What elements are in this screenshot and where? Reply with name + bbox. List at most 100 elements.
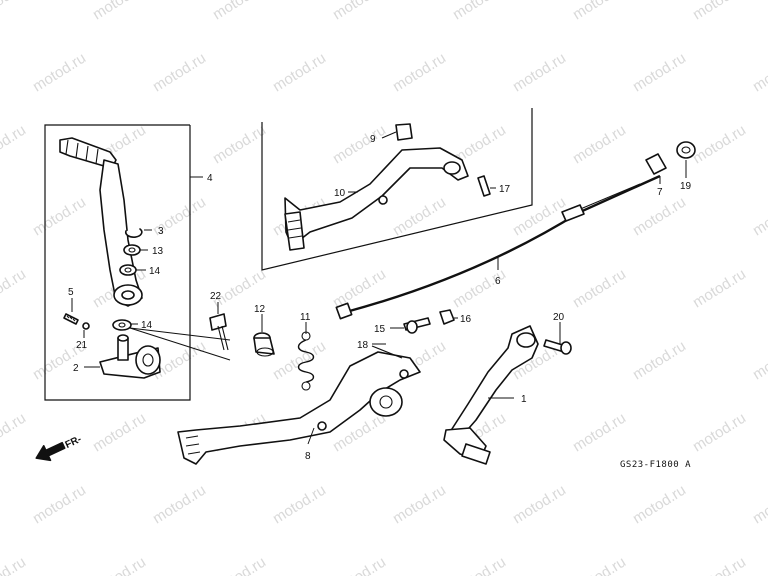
callout-5: 5 <box>68 287 74 298</box>
kick-starter-arm <box>59 137 143 307</box>
watermark-text: motod.ru <box>570 266 629 312</box>
pin-21 <box>82 322 90 330</box>
watermark-text: motod.ru <box>570 554 629 576</box>
watermark-text: motod.ru <box>690 554 749 576</box>
callout-13: 13 <box>152 246 164 257</box>
pedal-bracket-9 <box>395 123 413 141</box>
watermark-text: motod.ru <box>450 266 509 312</box>
callout-3: 3 <box>158 226 164 237</box>
watermark-text: motod.ru <box>690 122 749 168</box>
watermark-text: motod.ru <box>150 50 209 96</box>
bolt-5 <box>63 313 79 325</box>
watermark-text: motod.ru <box>90 410 149 456</box>
watermark-text: motod.ru <box>390 482 449 528</box>
washer-14-upper <box>119 264 137 276</box>
watermark-text: motod.ru <box>690 410 749 456</box>
pin-18 <box>371 345 403 359</box>
cap-19 <box>676 141 696 159</box>
watermark-text: motod.ru <box>0 410 29 456</box>
callout-14b: 14 <box>141 320 153 331</box>
watermark-text: motod.ru <box>630 50 689 96</box>
callout-15: 15 <box>374 324 386 335</box>
callout-6: 6 <box>495 276 501 287</box>
watermark-text: motod.ru <box>750 50 768 96</box>
callout-19: 19 <box>680 181 692 192</box>
callout-1: 1 <box>521 394 527 405</box>
callout-17: 17 <box>499 184 511 195</box>
watermark-text: motod.ru <box>0 554 29 576</box>
front-direction-label: FR- <box>64 434 84 451</box>
watermark-text: motod.ru <box>510 482 569 528</box>
watermark-text: motod.ru <box>330 122 389 168</box>
callout-4: 4 <box>207 173 213 184</box>
watermark-text: motod.ru <box>750 482 768 528</box>
bushing-12 <box>253 332 275 357</box>
watermark-text: motod.ru <box>210 0 269 23</box>
watermark-text: motod.ru <box>30 482 89 528</box>
callout-2: 2 <box>73 363 79 374</box>
watermark-text: motod.ru <box>690 266 749 312</box>
washer-13 <box>123 244 141 256</box>
watermark-text: motod.ru <box>330 554 389 576</box>
callout-21: 21 <box>76 340 88 351</box>
cotter-pin-17 <box>477 175 491 197</box>
callout-10: 10 <box>334 188 346 199</box>
callout-14a: 14 <box>149 266 161 277</box>
watermark-text: motod.ru <box>90 554 149 576</box>
right-step-bar <box>177 351 421 465</box>
watermark-text: motod.ru <box>630 338 689 384</box>
front-direction-indicator: FR- <box>35 434 84 462</box>
callout-18: 18 <box>357 340 369 351</box>
rear-brake-cable <box>335 174 661 320</box>
watermark-text: motod.ru <box>570 410 629 456</box>
brake-pedal-group-frame <box>261 108 533 271</box>
gear-change-pedal <box>443 325 539 465</box>
washer-14-lower <box>112 319 132 331</box>
diagram-code: GS23-F1800 A <box>620 460 691 470</box>
callout-7: 7 <box>657 187 663 198</box>
callout-12: 12 <box>254 304 266 315</box>
watermark-text: motod.ru <box>30 50 89 96</box>
brake-arm-joint-7 <box>645 153 667 175</box>
watermark-text: motod.ru <box>90 0 149 23</box>
watermark-text: motod.ru <box>750 194 768 240</box>
watermark-text: motod.ru <box>570 122 629 168</box>
watermark-text: motod.ru <box>750 338 768 384</box>
watermark-text: motod.ru <box>450 0 509 23</box>
watermark-text: motod.ru <box>330 0 389 23</box>
watermark-text: motod.ru <box>0 122 29 168</box>
leader-lines <box>71 131 687 445</box>
watermark-text: motod.ru <box>210 122 269 168</box>
callout-11: 11 <box>300 312 311 323</box>
bolt-20 <box>543 339 572 355</box>
bolt-15 <box>403 317 431 334</box>
watermark-text: motod.ru <box>630 194 689 240</box>
watermark-text: motod.ru <box>390 50 449 96</box>
watermark-text: motod.ru <box>690 0 749 23</box>
watermark-text: motod.ru <box>270 482 329 528</box>
kick-starter-spindle <box>99 334 161 379</box>
circlip-3 <box>125 228 143 238</box>
callout-16: 16 <box>460 314 472 325</box>
watermark-text: motod.ru <box>270 50 329 96</box>
callout-8: 8 <box>305 451 311 462</box>
callout-9: 9 <box>370 134 376 145</box>
nut-16 <box>439 309 455 325</box>
bolt-22 <box>209 313 229 351</box>
callout-22: 22 <box>210 291 222 302</box>
watermark-text: motod.ru <box>630 482 689 528</box>
watermark-text: motod.ru <box>510 50 569 96</box>
watermark-text: motod.ru <box>210 554 269 576</box>
watermark-text: motod.ru <box>450 554 509 576</box>
watermark-text: motod.ru <box>0 0 29 23</box>
brake-pedal <box>284 147 469 251</box>
watermark-text: motod.ru <box>30 194 89 240</box>
callout-20: 20 <box>553 312 565 323</box>
watermark-text: motod.ru <box>0 266 29 312</box>
watermark-text: motod.ru <box>330 266 389 312</box>
watermark-text: motod.ru <box>570 0 629 23</box>
watermark-text: motod.ru <box>510 194 569 240</box>
watermark-text: motod.ru <box>150 482 209 528</box>
